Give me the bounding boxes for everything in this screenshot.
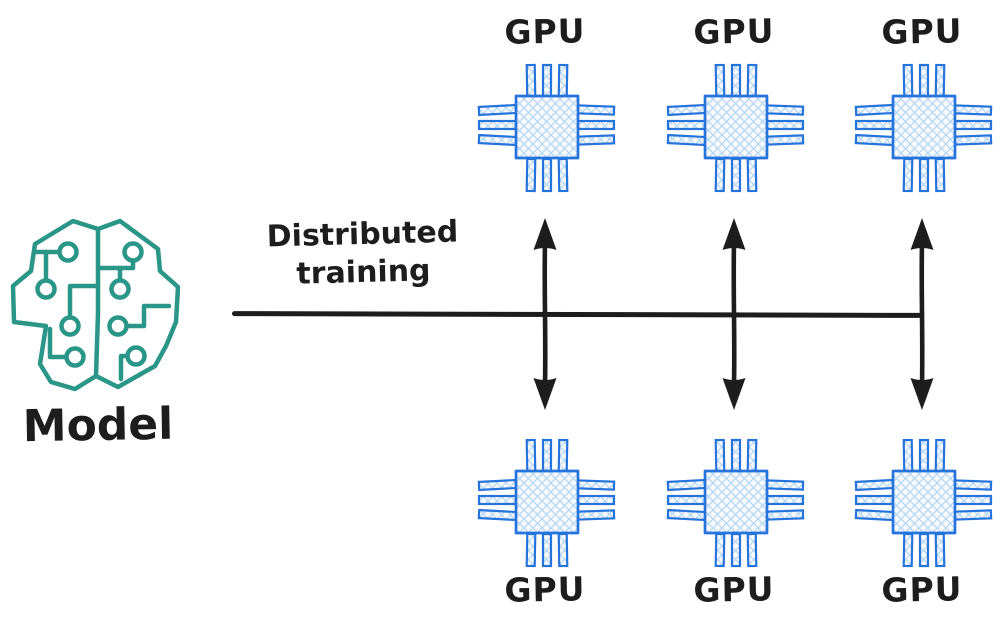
gpu-label: GPU bbox=[693, 11, 775, 52]
gpu-chip-icon bbox=[666, 63, 805, 193]
gpu-chip-icon bbox=[477, 438, 616, 568]
bus-caption-line1: Distributed bbox=[266, 214, 459, 255]
gpu-chip-icon bbox=[854, 438, 993, 568]
gpu-chip-icon bbox=[477, 63, 616, 193]
bus-line bbox=[231, 311, 923, 318]
double-arrow-icon bbox=[716, 216, 752, 412]
brain-circuit-icon bbox=[10, 218, 181, 392]
gpu-label: GPU bbox=[881, 569, 963, 610]
gpu-label: GPU bbox=[504, 569, 586, 610]
gpu-label: GPU bbox=[504, 11, 586, 52]
gpu-label: GPU bbox=[693, 569, 775, 610]
double-arrow-icon bbox=[904, 216, 940, 412]
double-arrow-icon bbox=[527, 216, 563, 412]
bus-caption: Distributed training bbox=[242, 213, 484, 295]
gpu-chip-icon bbox=[666, 438, 805, 568]
model-label: Model bbox=[22, 398, 174, 453]
gpu-label: GPU bbox=[881, 11, 963, 52]
bus-caption-line2: training bbox=[295, 253, 431, 292]
gpu-chip-icon bbox=[854, 63, 993, 193]
